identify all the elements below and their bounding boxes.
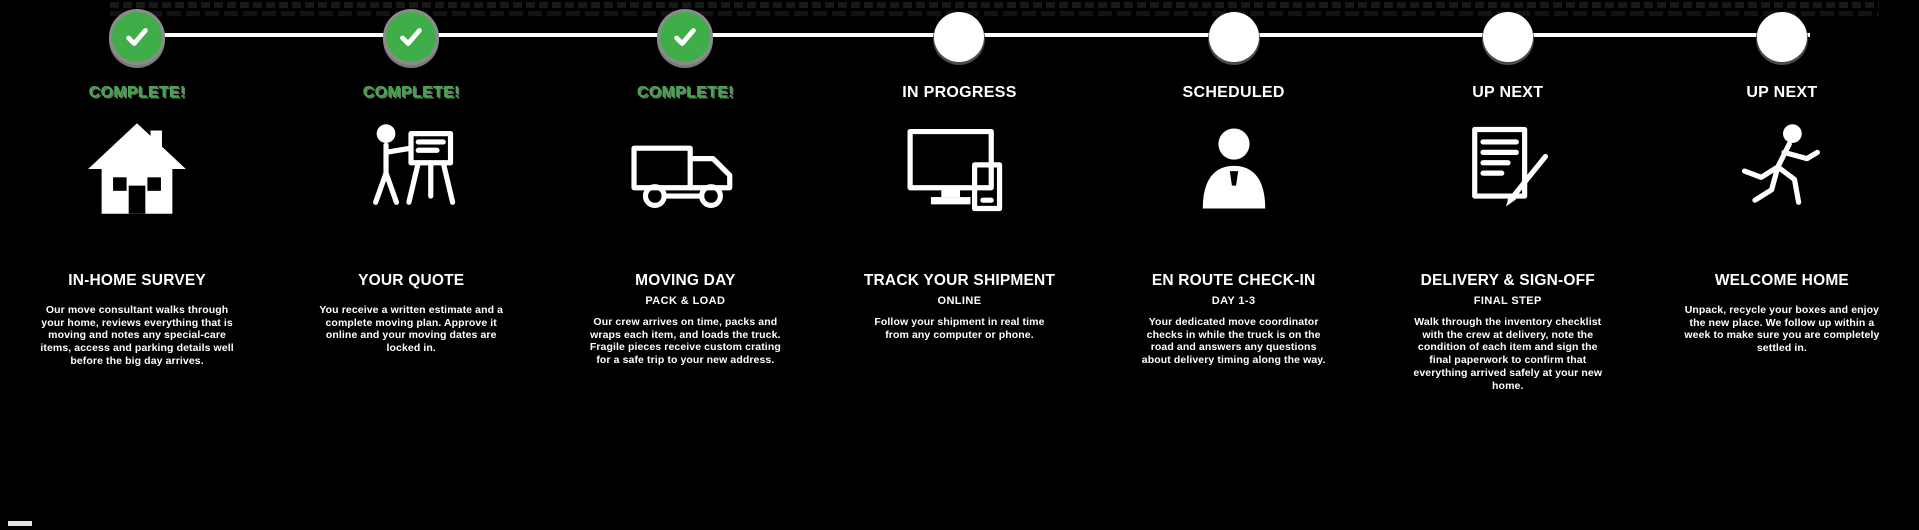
timeline-step-2: COMPLETE! YOUR QUOTE You receive a writt… [274,0,548,530]
step-subheading: PACK & LOAD [645,294,726,307]
step-description: Your dedicated move coordinator checks i… [1141,315,1326,367]
step-description: Our move consultant walks through your h… [40,303,234,367]
badge-wrap [934,12,985,70]
timeline-step-6: UP NEXT DELIVERY & SIGN-OFF FINAL STEP W… [1371,0,1645,530]
pending-badge [934,12,985,62]
step-subheading: FINAL STEP [1473,294,1542,307]
step-heading: EN ROUTE CHECK-IN [1151,272,1316,289]
check-icon [400,28,422,46]
complete-badge [112,12,163,62]
check-icon [126,28,148,46]
timeline-step-3: COMPLETE! MOVING DAY PACK & LOAD Our cre… [548,0,822,530]
house-icon [69,110,205,228]
pending-badge [1208,12,1259,62]
complete-badge [386,12,437,62]
step-description: Follow your shipment in real time from a… [874,315,1045,341]
timeline-step-5: SCHEDULED EN ROUTE CHECK-IN DAY 1-3 Your… [1097,0,1371,530]
coordinator-icon [1166,110,1302,228]
pending-badge [1756,12,1807,62]
timeline-step-7: UP NEXT WELCOME HOME Unpack, recycle you… [1645,0,1919,530]
step-description: Walk through the inventory checklist wit… [1413,315,1603,392]
step-subheading: ONLINE [937,294,982,307]
complete-badge [660,12,711,62]
step-description: You receive a written estimate and a com… [319,303,504,355]
badge-wrap [660,12,711,70]
step-status-label: COMPLETE! [88,84,186,101]
step-status-label: UP NEXT [1746,84,1818,101]
badge-wrap [386,12,437,70]
step-heading: TRACK YOUR SHIPMENT [863,272,1056,289]
step-description: Unpack, recycle your boxes and enjoy the… [1684,303,1880,355]
computer-phone-icon [891,110,1027,228]
moving-truck-icon [617,110,753,228]
step-heading: DELIVERY & SIGN-OFF [1420,272,1595,289]
timeline-step-4: IN PROGRESS TRACK YOUR SHIPMENT ONLINE F… [822,0,1096,530]
settle-in-icon [1714,110,1850,228]
artifact-mark [8,521,32,526]
badge-wrap [1482,12,1533,70]
check-icon [674,28,697,46]
step-status-label: COMPLETE! [362,84,460,101]
step-heading: YOUR QUOTE [358,272,465,289]
contract-icon [1440,110,1576,228]
step-heading: WELCOME HOME [1714,272,1849,289]
badge-wrap [1208,12,1259,70]
step-status-label: SCHEDULED [1182,84,1285,101]
step-status-label: COMPLETE! [636,84,734,101]
step-status-label: UP NEXT [1472,84,1544,101]
pending-badge [1482,12,1533,62]
step-status-label: IN PROGRESS [902,84,1017,101]
estimate-easel-icon [343,110,479,228]
timeline-step-1: COMPLETE! IN-HOME SURVEY Our move consul… [0,0,274,530]
faint-artifact-text [110,2,1879,17]
step-heading: IN-HOME SURVEY [68,272,206,289]
badge-wrap [112,12,163,70]
badge-wrap [1756,12,1807,70]
step-description: Our crew arrives on time, packs and wrap… [589,315,781,367]
step-heading: MOVING DAY [635,272,736,289]
step-subheading: DAY 1-3 [1211,294,1256,307]
